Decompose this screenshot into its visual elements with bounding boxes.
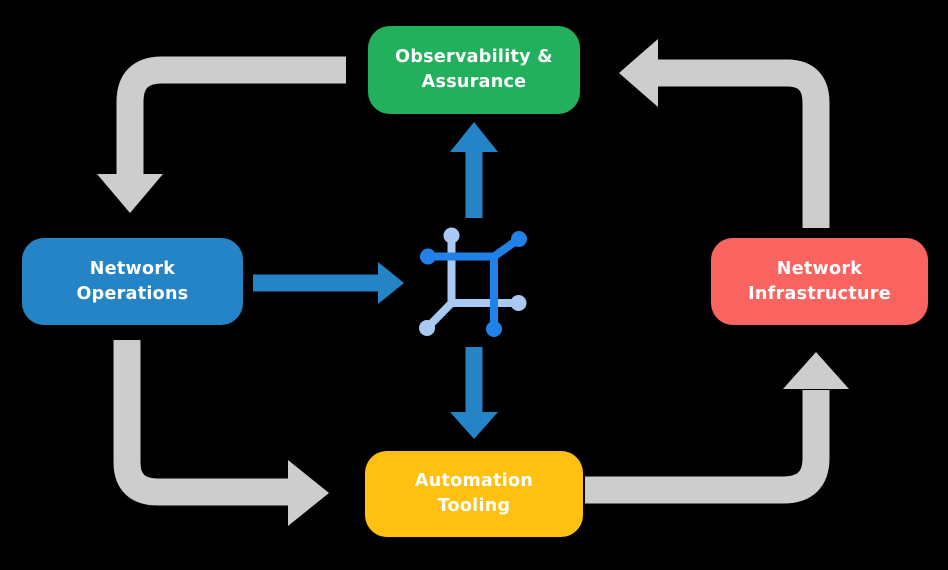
node-network-operations: Network Operations xyxy=(22,238,243,325)
icon-node-dot xyxy=(443,227,460,244)
arrow-shaft xyxy=(116,56,346,176)
arrow-head-right-icon xyxy=(288,460,329,526)
icon-node-dot xyxy=(486,321,502,337)
network-topology-icon xyxy=(419,227,527,337)
icon-node-dot xyxy=(420,248,436,265)
arrow-head-up-icon xyxy=(450,122,498,152)
arrow-head-down-icon xyxy=(450,412,498,439)
icon-node-dot xyxy=(510,295,527,311)
node-network-infrastructure: Network Infrastructure xyxy=(711,238,928,325)
arrow-head-left-icon xyxy=(619,39,658,107)
icon-node-dot xyxy=(419,320,435,336)
flow-arrow-center-to-tooling xyxy=(450,347,498,439)
node-label: Network Operations xyxy=(76,258,189,304)
arrow-head-down-icon xyxy=(97,174,163,213)
cycle-arrow-infrastructure-to-observability xyxy=(619,39,830,228)
cycle-arrow-tooling-to-infrastructure xyxy=(585,352,849,504)
node-label: Automation Tooling xyxy=(414,471,534,516)
flow-arrow-center-to-observability xyxy=(450,122,498,218)
arrow-shaft xyxy=(113,340,290,506)
node-label: Observability & Assurance xyxy=(395,47,553,92)
flow-arrow-operations-to-center xyxy=(253,262,404,304)
arrow-shaft xyxy=(585,390,830,504)
node-label: Network Infrastructure xyxy=(748,258,891,304)
icon-node-dot xyxy=(511,231,527,247)
node-automation-tooling: Automation Tooling xyxy=(365,451,583,537)
arrow-head-right-icon xyxy=(378,262,404,304)
arrow-head-up-icon xyxy=(783,352,849,389)
cycle-arrow-observability-to-operations xyxy=(97,56,346,213)
arrow-shaft xyxy=(658,59,830,228)
cycle-arrow-operations-to-tooling xyxy=(113,340,329,526)
node-observability-assurance: Observability & Assurance xyxy=(368,26,580,114)
